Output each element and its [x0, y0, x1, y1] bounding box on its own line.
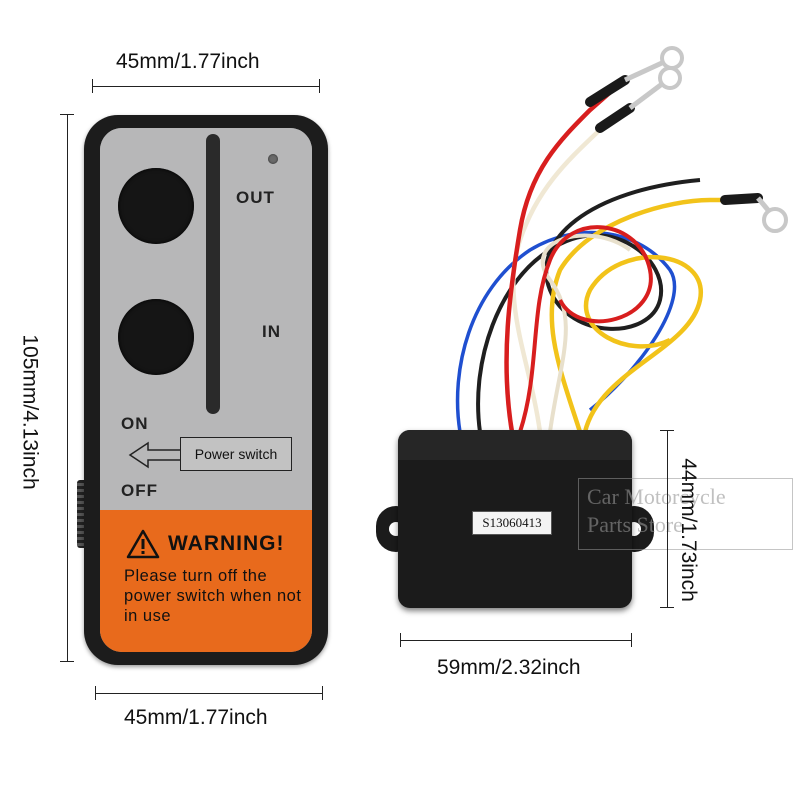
remote-top-width-label: 45mm/1.77inch [116, 50, 260, 73]
remote-height-label: 105mm/4.13inch [18, 334, 42, 490]
terminal-sleeve [585, 75, 630, 107]
watermark-line-2: Parts Store [587, 512, 683, 537]
dimension-tick [95, 686, 96, 700]
dimension-tick [631, 633, 632, 647]
white-wire-2 [540, 233, 632, 433]
ring-terminal-neck [623, 59, 666, 83]
remote-side-grip [77, 480, 87, 548]
dimension-tick [319, 79, 320, 93]
warning-panel [100, 510, 312, 652]
receiver-wires [455, 46, 788, 433]
receiver-box-lid [398, 430, 632, 460]
terminal-sleeve [720, 193, 763, 205]
black-wire [476, 178, 701, 433]
watermark-line-1: Car Motorcycle [587, 484, 726, 509]
indicator-led [268, 154, 278, 164]
in-button[interactable] [118, 299, 194, 375]
ring-terminal-neck [756, 196, 770, 212]
in-label: IN [262, 322, 281, 341]
yellow-wire-1 [549, 197, 760, 433]
remote-bottom-width-label: 45mm/1.77inch [124, 706, 268, 729]
warning-triangle-icon [126, 529, 160, 559]
remote-top-dimension-line [92, 86, 320, 87]
remote-height-dimension-line [67, 114, 68, 662]
remote-bottom-dimension-line [95, 693, 323, 694]
red-wire-2 [518, 225, 653, 433]
receiver-height-dimension-line [667, 430, 668, 608]
off-label: OFF [121, 481, 158, 500]
dimension-tick [60, 661, 74, 662]
dimension-tick [660, 430, 674, 431]
dimension-tick [400, 633, 401, 647]
arrow-left-icon [128, 441, 183, 469]
on-label: ON [121, 414, 149, 433]
serial-label: S13060413 [472, 511, 552, 535]
warning-title: WARNING! [168, 532, 285, 555]
blue-wire [455, 230, 677, 433]
receiver-width-dimension-line [400, 640, 632, 641]
receiver-width-label: 59mm/2.32inch [437, 656, 581, 679]
dimension-tick [660, 607, 674, 608]
ring-terminal-neck [628, 82, 664, 110]
dimension-tick [92, 79, 93, 93]
remote-center-groove [206, 134, 220, 414]
watermark: Car Motorcycle Parts Store [578, 478, 793, 550]
dimension-tick [322, 686, 323, 700]
receiver-height-label: 44mm/1.73inch [676, 458, 700, 602]
ring-terminal [660, 46, 684, 70]
white-wire-1 [511, 118, 612, 433]
warning-text: Please turn off the power switch when no… [124, 567, 302, 625]
yellow-wire-2 [582, 254, 703, 433]
dimension-tick [60, 114, 74, 115]
ring-terminal [762, 207, 788, 233]
terminal-sleeve [595, 103, 635, 133]
red-wire-1 [504, 86, 617, 433]
out-label: OUT [236, 188, 275, 207]
ring-terminal [658, 66, 682, 90]
out-button[interactable] [118, 168, 194, 244]
power-switch-label: Power switch [180, 437, 292, 471]
